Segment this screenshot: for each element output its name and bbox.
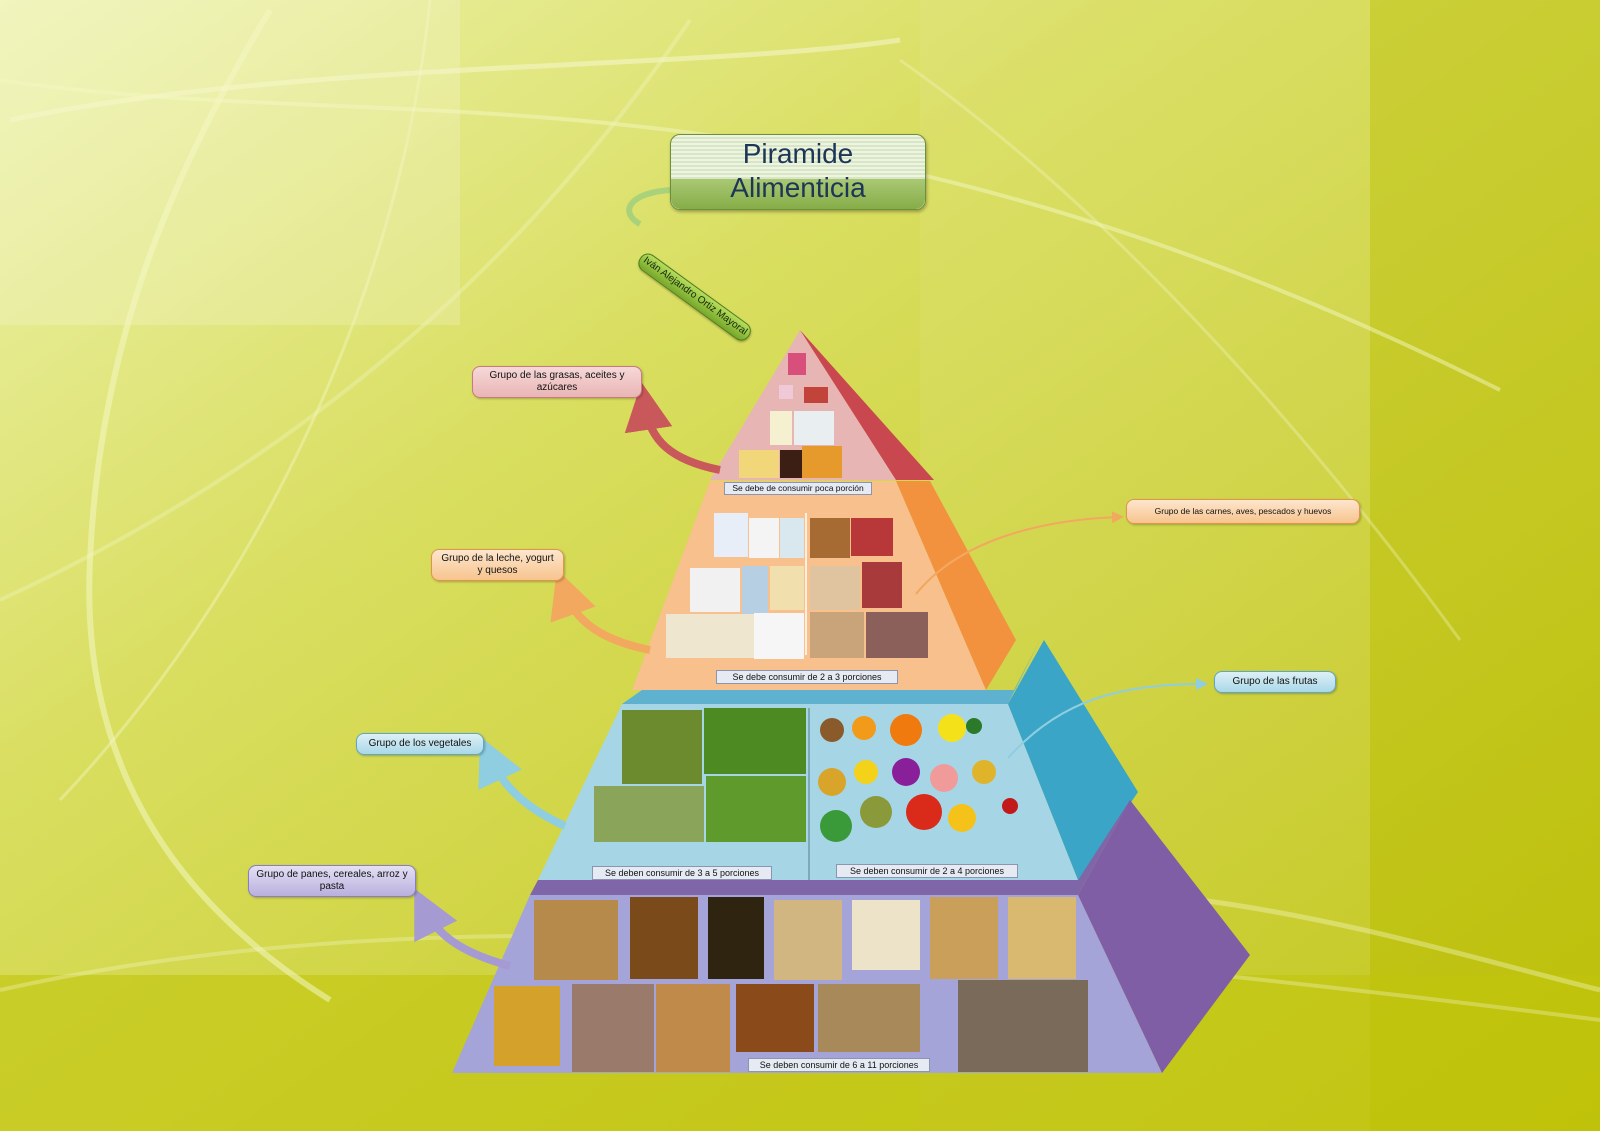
group-grains-node[interactable]: Grupo de panes, cereales, arroz y pasta xyxy=(248,865,416,897)
food-photos-grains xyxy=(494,897,1088,1072)
food-photos-dairy xyxy=(666,513,804,659)
curved-arrow-icon xyxy=(414,888,512,970)
group-fats-label: Grupo de las grasas, aceites y azúcares xyxy=(489,370,625,393)
portion-vegetables-label: Se deben consumir de 3 a 5 porciones xyxy=(592,866,772,880)
curved-arrow-icon xyxy=(550,569,651,654)
background-swoosh xyxy=(899,58,1462,641)
group-meats-node[interactable]: Grupo de las carnes, aves, pescados y hu… xyxy=(1126,499,1360,524)
food-photos-fruits xyxy=(818,714,1018,842)
tier-grains-top xyxy=(530,800,1130,895)
group-dairy-label: Grupo de la leche, yogurt y quesos xyxy=(441,553,554,576)
group-grains-label: Grupo de panes, cereales, arroz y pasta xyxy=(256,869,408,892)
curved-arrow-icon xyxy=(478,736,567,830)
group-vegetables-node[interactable]: Grupo de los vegetales xyxy=(356,733,484,755)
food-photos-fats xyxy=(739,353,842,478)
background-swoosh xyxy=(58,0,432,802)
curved-arrow-icon xyxy=(1007,678,1208,759)
background-swoosh xyxy=(0,18,692,602)
central-topic[interactable]: Piramide Alimenticia xyxy=(670,134,926,210)
title-line-2: Alimenticia xyxy=(730,172,866,203)
tier-protein-side xyxy=(896,481,1016,690)
tier-fats-side xyxy=(800,330,934,480)
group-vegetables-label: Grupo de los vegetales xyxy=(368,738,472,749)
curved-arrow-icon xyxy=(626,187,673,227)
tier-plants-side xyxy=(1008,640,1138,880)
group-fruits-node[interactable]: Grupo de las frutas xyxy=(1214,671,1336,693)
title-line-1: Piramide xyxy=(742,138,854,169)
background-swoosh xyxy=(0,78,1501,392)
portion-fruits-label: Se deben consumir de 2 a 4 porciones xyxy=(836,864,1018,878)
background-swoosh xyxy=(1199,897,1600,993)
central-topic-text: Piramide Alimenticia xyxy=(671,135,925,205)
tier-grains-side xyxy=(1078,800,1250,1073)
curved-arrow-icon xyxy=(915,511,1124,595)
central-topic-shade xyxy=(671,179,925,209)
tier-plants-top xyxy=(622,640,1040,704)
group-meats-label: Grupo de las carnes, aves, pescados y hu… xyxy=(1154,506,1332,516)
curved-arrow-icon xyxy=(624,382,721,474)
food-photos-meats xyxy=(810,518,928,658)
background-band xyxy=(1370,0,1600,1131)
background-swoosh xyxy=(9,37,901,123)
tier-fats-face xyxy=(710,330,896,480)
food-photos-vegetables xyxy=(594,708,806,842)
portion-fats-label: Se debe de consumir poca porción xyxy=(724,482,872,495)
group-fruits-label: Grupo de las frutas xyxy=(1232,676,1318,687)
background-swoosh xyxy=(86,8,332,1003)
portion-protein-label: Se debe consumir de 2 a 3 porciones xyxy=(716,670,898,684)
portion-grains-label: Se deben consumir de 6 a 11 porciones xyxy=(748,1058,930,1072)
group-fats-node[interactable]: Grupo de las grasas, aceites y azúcares xyxy=(472,366,642,398)
group-dairy-node[interactable]: Grupo de la leche, yogurt y quesos xyxy=(431,549,564,581)
background-panel-light xyxy=(0,0,460,325)
